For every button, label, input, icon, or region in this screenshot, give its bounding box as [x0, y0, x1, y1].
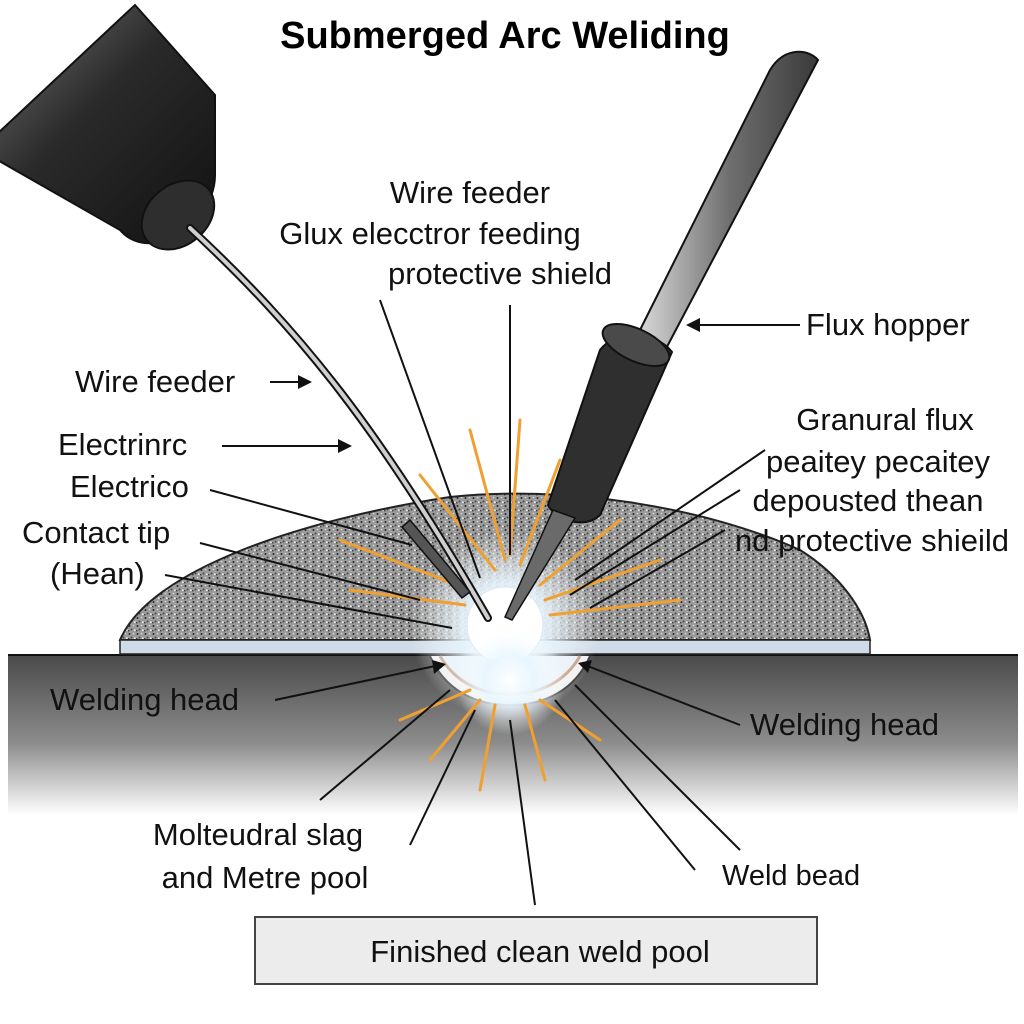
label-contact-tip-line2: (Hean): [50, 556, 145, 591]
wire-electrode-highlight: [188, 226, 490, 620]
flux-hopper-tip: [504, 509, 577, 621]
label-molten-line1: Molteudral slag: [153, 817, 363, 852]
label-weld-bead: Weld bead: [722, 860, 860, 892]
label-electrico: Electrico: [70, 469, 189, 504]
label-electrinrc: Electrinrc: [58, 427, 187, 462]
label-center-line3: protective shield: [388, 256, 612, 291]
flux-hopper-tube: [638, 50, 820, 362]
flux-hopper-nozzle-top: [601, 322, 671, 368]
label-granural-line3: depousted thean: [753, 483, 984, 518]
label-center-line1: Wire feeder: [390, 175, 550, 210]
label-molten-line2: and Metre pool: [162, 860, 369, 895]
label-welding-head-right: Welding head: [750, 707, 939, 742]
leader-lines: [164, 299, 800, 906]
label-granural-line1: Granural flux: [796, 402, 974, 437]
label-wire-feeder: Wire feeder: [75, 364, 235, 399]
label-granural-line2: peaitey pecaitey: [766, 444, 991, 479]
diagram-title: Submerged Arc Weliding: [280, 15, 730, 57]
label-granural-line4: nd protective shieild: [735, 523, 1009, 558]
contact-tip: [400, 518, 472, 600]
finished-weld-box: [254, 916, 818, 985]
label-welding-head-left: Welding head: [50, 682, 239, 717]
arc-lower-glow: [455, 625, 565, 735]
label-finished-box: Finished clean weld pool: [370, 934, 710, 969]
label-contact-tip-line1: Contact tip: [22, 515, 170, 550]
label-flux-hopper: Flux hopper: [806, 307, 970, 342]
label-center-line2: Glux elecctror feeding: [279, 216, 581, 251]
